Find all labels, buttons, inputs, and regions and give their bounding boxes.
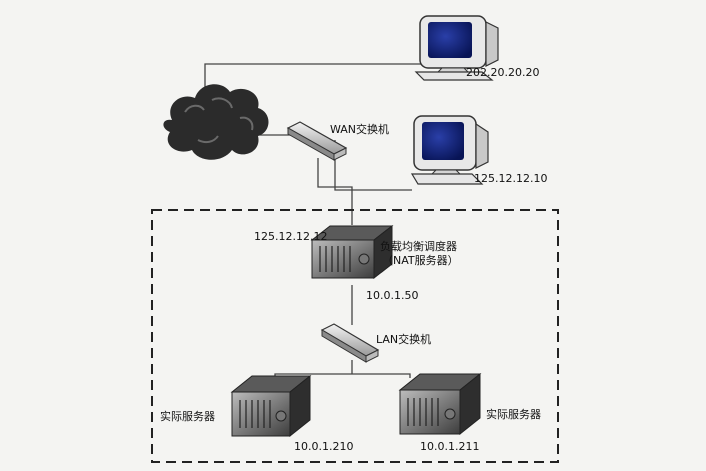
server-right-label: 实际服务器 [486,408,541,421]
server-icon [310,224,394,280]
server-icon [230,374,312,438]
lb-private-ip-label: 10.0.1.50 [366,289,419,302]
monitor-icon [414,15,499,81]
lan-switch-label: LAN交换机 [376,333,432,346]
lb-name-line2: （NAT服务器） [382,254,459,267]
cloud-icon [163,84,269,160]
server-left-ip-label: 10.0.1.210 [294,440,354,453]
monitor-icon [410,115,489,185]
link-wan-lb [317,158,353,225]
wan-switch-label: WAN交换机 [330,123,390,136]
server-icon [398,372,482,436]
internal-network-boundary [151,209,559,463]
link-wan-clientB [334,140,412,191]
lb-name-line1: 负载均衡调度器 [380,240,457,253]
switch-icon [286,121,348,161]
server-right-ip-label: 10.0.1.211 [420,440,480,453]
lb-public-ip-label: 125.12.12.12 [254,230,328,243]
client-a-ip-label: 202.20.20.20 [466,66,540,79]
switch-icon [320,323,380,363]
client-b-ip-label: 125.12.12.10 [474,172,548,185]
server-left-label: 实际服务器 [160,410,215,423]
